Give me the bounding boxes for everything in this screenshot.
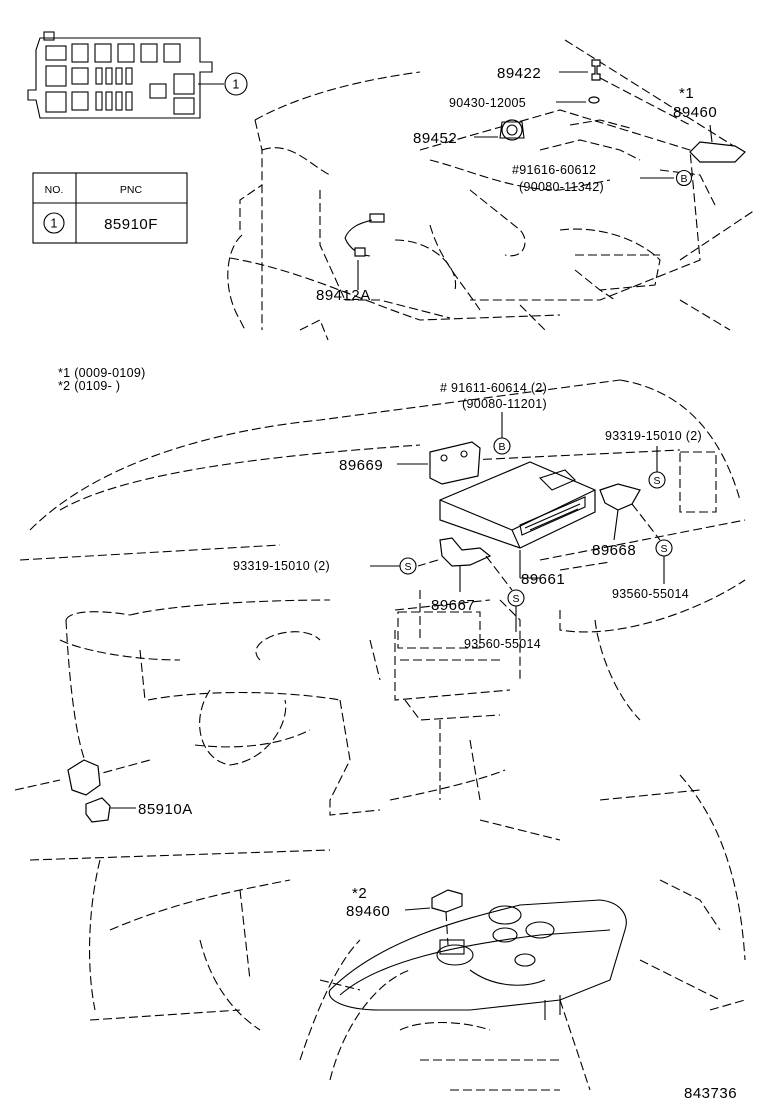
label-90080-11201: (90080-11201) <box>462 397 547 411</box>
middle-part-85910a: 85910A <box>67 759 193 823</box>
pnc-table-header-pnc: PNC <box>120 184 143 196</box>
symbol-s-right-lower: S <box>660 543 667 555</box>
label-93560-55014-left: 93560-55014 <box>464 637 541 651</box>
lower-engine-illustration <box>29 774 746 1091</box>
diagram-id: 843736 <box>684 1085 737 1102</box>
note-2: *2 (0109- ) <box>58 379 120 393</box>
label-89452: 89452 <box>413 130 457 147</box>
label-89460-b: 89460 <box>346 903 390 920</box>
label-89412a: 89412A <box>316 287 371 304</box>
upper-part-89422: 89422 <box>497 59 601 82</box>
symbol-b-upper: B <box>680 173 687 185</box>
upper-part-89460-a: *1 89460 <box>599 77 746 163</box>
symbol-s-center: S <box>512 593 519 605</box>
upper-part-90430: 90430-12005 <box>449 96 600 110</box>
label-90430-12005: 90430-12005 <box>449 96 526 110</box>
label-91611-60614: # 91611-60614 (2) <box>440 381 547 395</box>
middle-part-93560-left: S 93560-55014 <box>464 589 541 651</box>
symbol-s-left: S <box>404 561 411 573</box>
upper-part-89452: 89452 <box>413 119 525 147</box>
middle-part-89667: 89667 <box>417 537 611 614</box>
middle-part-89669: 89669 <box>339 441 481 485</box>
label-91616-60612: #91616-60612 <box>512 163 596 177</box>
middle-part-91611: # 91611-60614 (2) (90080-11201) B <box>440 381 547 455</box>
middle-part-89661-ecu: 89661 <box>439 461 596 588</box>
symbol-s-right-upper: S <box>653 475 660 487</box>
label-89460-b-mark: *2 <box>352 885 367 902</box>
engine-bay-illustration <box>227 39 756 341</box>
label-89460-a-mark: *1 <box>679 85 694 102</box>
upper-part-91616: #91616-60612 (90080-11342) B <box>512 163 693 194</box>
label-85910a: 85910A <box>138 801 193 818</box>
symbol-b-middle: B <box>498 441 505 453</box>
pnc-table-row-no: 1 <box>50 217 57 231</box>
label-89460-a: 89460 <box>673 104 717 121</box>
label-93319-15010-right: 93319-15010 (2) <box>605 429 702 443</box>
label-90080-11342: (90080-11342) <box>519 180 604 194</box>
fuse-box-callout-number: 1 <box>232 78 239 92</box>
applicability-notes: *1 (0009-0109) *2 (0109- ) <box>58 366 146 393</box>
label-93560-55014-right: 93560-55014 <box>612 587 689 601</box>
fuse-box-illustration <box>27 31 224 119</box>
pnc-table: NO. PNC 1 85910F <box>32 172 188 244</box>
pnc-table-header-no: NO. <box>45 184 64 196</box>
pnc-table-row-pnc: 85910F <box>104 216 158 233</box>
middle-part-93319-left: 93319-15010 (2) S <box>233 557 417 575</box>
middle-part-93560-right: 93560-55014 <box>612 556 689 601</box>
fuse-box-callout: 1 <box>224 72 248 96</box>
upper-part-89412a: 89412A <box>316 213 385 304</box>
label-89667: 89667 <box>431 597 475 614</box>
dashboard-illustration <box>14 379 746 816</box>
label-89422: 89422 <box>497 65 541 82</box>
label-93319-15010-left: 93319-15010 (2) <box>233 559 330 573</box>
middle-part-93319-right: 93319-15010 (2) S <box>605 429 702 489</box>
lower-part-89460-b: *2 89460 <box>346 885 463 946</box>
note-1: *1 (0009-0109) <box>58 366 146 380</box>
middle-part-89668: 89668 S <box>592 483 673 559</box>
label-89661: 89661 <box>521 571 565 588</box>
label-89669: 89669 <box>339 457 383 474</box>
label-89668: 89668 <box>592 542 636 559</box>
